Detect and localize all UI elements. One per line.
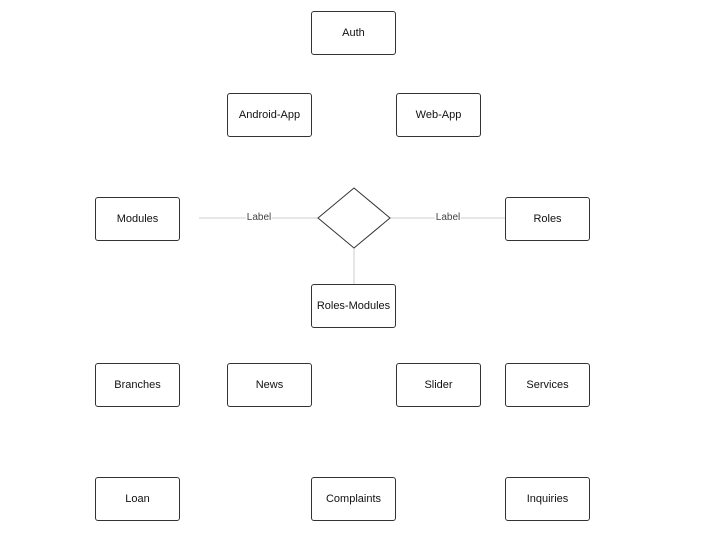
relationship-diamond[interactable] xyxy=(317,187,391,249)
node-complaints[interactable]: Complaints xyxy=(311,477,396,521)
node-roles-modules-label: Roles-Modules xyxy=(316,300,391,312)
node-branches[interactable]: Branches xyxy=(95,363,180,407)
node-web-app[interactable]: Web-App xyxy=(396,93,481,137)
node-roles[interactable]: Roles xyxy=(505,197,590,241)
node-inquiries[interactable]: Inquiries xyxy=(505,477,590,521)
edge-label-roles: Label xyxy=(434,212,462,224)
node-android-app-label: Android-App xyxy=(238,109,301,121)
node-android-app[interactable]: Android-App xyxy=(227,93,312,137)
node-services[interactable]: Services xyxy=(505,363,590,407)
node-loan-label: Loan xyxy=(125,493,150,505)
edge-label-modules: Label xyxy=(245,212,273,224)
node-branches-label: Branches xyxy=(114,379,161,391)
node-slider-label: Slider xyxy=(424,379,453,391)
node-slider[interactable]: Slider xyxy=(396,363,481,407)
node-news-label: News xyxy=(255,379,284,391)
node-roles-modules[interactable]: Roles-Modules xyxy=(311,284,396,328)
node-services-label: Services xyxy=(526,379,569,391)
node-loan[interactable]: Loan xyxy=(95,477,180,521)
node-web-app-label: Web-App xyxy=(415,109,462,121)
node-auth[interactable]: Auth xyxy=(311,11,396,55)
node-news[interactable]: News xyxy=(227,363,312,407)
node-modules-label: Modules xyxy=(116,213,159,225)
node-complaints-label: Complaints xyxy=(325,493,382,505)
node-modules[interactable]: Modules xyxy=(95,197,180,241)
node-inquiries-label: Inquiries xyxy=(526,493,569,505)
node-roles-label: Roles xyxy=(533,213,562,225)
node-auth-label: Auth xyxy=(342,27,365,39)
